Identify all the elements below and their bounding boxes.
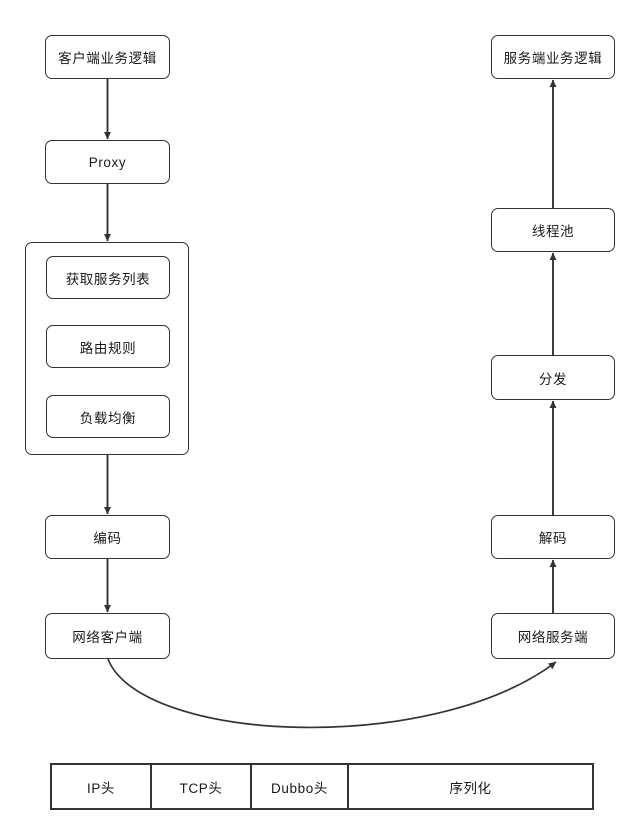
packet-structure-table: IP头 TCP头 Dubbo头 序列化 [50, 763, 594, 810]
node-thread-pool[interactable]: 线程池 [491, 208, 615, 252]
node-client-business-logic[interactable]: 客户端业务逻辑 [45, 35, 170, 79]
packet-cell-serialization[interactable]: 序列化 [449, 780, 492, 796]
node-encode[interactable]: 编码 [45, 515, 170, 559]
node-proxy[interactable]: Proxy [45, 140, 170, 184]
connector-network-client-to-network-server [107, 658, 557, 729]
node-get-service-list[interactable]: 获取服务列表 [46, 256, 170, 299]
packet-cell-ip-header[interactable]: IP头 [52, 765, 152, 808]
node-decode[interactable]: 解码 [491, 515, 615, 559]
node-network-client[interactable]: 网络客户端 [45, 613, 170, 659]
node-server-business-logic[interactable]: 服务端业务逻辑 [491, 35, 615, 79]
node-route-rule[interactable]: 路由规则 [46, 325, 170, 368]
node-load-balance[interactable]: 负载均衡 [46, 395, 170, 438]
node-dispatch[interactable]: 分发 [491, 355, 615, 400]
packet-cell-tcp-header[interactable]: TCP头 [152, 765, 252, 808]
packet-cell-dubbo-header[interactable]: Dubbo头 [252, 765, 349, 808]
node-network-server[interactable]: 网络服务端 [491, 613, 615, 659]
